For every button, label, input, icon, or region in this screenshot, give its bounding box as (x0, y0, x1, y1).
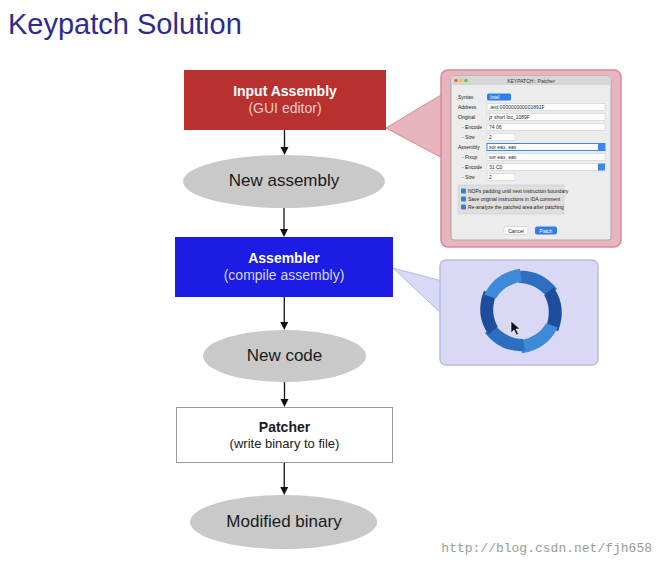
dialog-text: Assembly (458, 144, 480, 150)
flow-arrow (280, 208, 288, 237)
input-box: Input Assembly(GUI editor) (184, 70, 386, 130)
dialog-text: Original (458, 114, 475, 120)
flow-arrow (280, 297, 288, 330)
process-box: Patcher(write binary to file) (176, 407, 393, 463)
dialog-text: Re-analyze the patched area after patchi… (468, 204, 564, 210)
checkbox (461, 189, 466, 194)
node-title: Assembler (248, 250, 320, 267)
node-title: Input Assembly (233, 83, 337, 100)
dropdown (487, 94, 511, 101)
flow-arrow (281, 382, 289, 407)
dialog-text: 31 C0 (489, 164, 502, 170)
title-bar (451, 76, 611, 85)
node-title: Patcher (259, 419, 310, 436)
data-ellipse: New code (203, 330, 366, 382)
field (487, 154, 605, 161)
data-ellipse: New assembly (183, 155, 385, 208)
combo-button (598, 144, 605, 151)
dialog-text: - Size (462, 134, 475, 140)
field (487, 134, 515, 141)
dialog-window (451, 76, 611, 240)
dialog-text: Syntax (458, 94, 473, 100)
max-dot (464, 79, 468, 83)
data-ellipse: Modified binary (190, 495, 377, 549)
field (487, 164, 605, 171)
dialog-text: 74 06 (489, 124, 502, 130)
watermark: http://blog.csdn.net/fjh658 (441, 541, 652, 556)
close-dot (454, 79, 458, 83)
button (504, 227, 528, 235)
callout-pointer (393, 268, 446, 318)
field (487, 104, 605, 111)
callout-panel (440, 260, 598, 365)
node-subtitle: (GUI editor) (248, 100, 321, 117)
dialog-text: Intel (490, 94, 499, 100)
dialog-text: xor eax, eax (489, 144, 516, 150)
field (487, 174, 515, 181)
dialog-text: - Fixup (462, 154, 477, 160)
field (487, 114, 605, 121)
dialog-text: xor eax, eax (489, 154, 516, 160)
field (487, 124, 605, 131)
dialog-text: jz short loc_1089F (489, 114, 530, 120)
dialog-text: Address (458, 104, 476, 110)
dialog-text: Patch (540, 228, 553, 234)
field-active (487, 144, 605, 151)
keystone-logo (468, 260, 574, 363)
dialog-text: Save original instructions in IDA commen… (468, 196, 560, 202)
button-primary (535, 227, 557, 235)
callout-panel (441, 70, 621, 247)
dialog-text: NOPs padding until next instruction boun… (468, 188, 568, 194)
flow-arrow (280, 463, 288, 495)
callout-pointer (386, 92, 446, 160)
process-box: Assembler(compile assembly) (175, 237, 393, 297)
mouse-cursor (511, 321, 520, 335)
dialog-text: KEYPATCH:: Patcher (507, 78, 555, 84)
node-title: New assembly (229, 171, 340, 191)
dialog-text: 2 (489, 134, 492, 140)
node-subtitle: (compile assembly) (224, 267, 345, 284)
dialog-text: - Encode (462, 124, 482, 130)
combo-button (598, 164, 605, 171)
checkbox (461, 197, 466, 202)
dialog-text: 2 (489, 174, 492, 180)
dialog-text: - Size (462, 174, 475, 180)
slide-title: Keypatch Solution (8, 8, 242, 41)
node-title: Modified binary (226, 512, 341, 532)
min-dot (459, 79, 463, 83)
dialog-text: Cancel (508, 228, 524, 234)
dialog-text: .text:000000000001891F (489, 104, 545, 110)
dialog-text: - Encode (462, 164, 482, 170)
checkbox (461, 205, 466, 210)
node-title: New code (247, 346, 323, 366)
flow-arrow (281, 130, 289, 155)
node-subtitle: (write binary to file) (230, 436, 340, 452)
